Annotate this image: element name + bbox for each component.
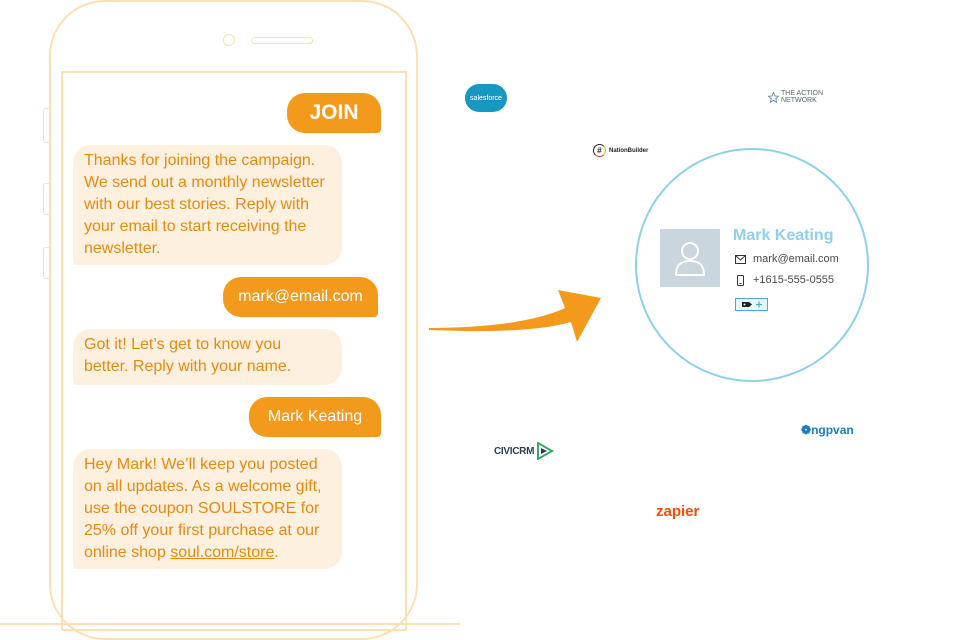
nationbuilder-text: NationBuilder: [609, 147, 649, 154]
contact-email: mark@email.com: [753, 253, 839, 265]
message-bubble-outgoing: mark@email.com: [223, 277, 378, 317]
civicrm-text: CIVICRM: [494, 445, 535, 457]
hash-icon: #: [593, 144, 606, 157]
nationbuilder-logo: # NationBuilder: [593, 144, 648, 157]
message-bubble-outgoing: JOIN: [287, 93, 381, 133]
store-link[interactable]: soul.com/store: [170, 544, 275, 561]
salesforce-logo-text: salesforce: [470, 94, 502, 102]
civicrm-mark-icon: [537, 442, 555, 460]
contact-card: [635, 148, 869, 382]
ground-line: [0, 623, 460, 625]
star-icon: [768, 91, 779, 103]
contact-phone: +1615-555-0555: [753, 274, 835, 286]
contact-email-row: mark@email.com: [735, 253, 839, 265]
ngpvan-logo: ❁ngpvan: [801, 423, 854, 437]
phone-side-button: [43, 183, 49, 215]
civicrm-logo: CIVICRM: [494, 442, 555, 460]
action-network-logo: THE ACTION NETWORK: [768, 90, 823, 104]
message-bubble-outgoing: Mark Keating: [249, 397, 381, 437]
message-text: Hey Mark! We’ll keep you posted on all u…: [84, 456, 322, 561]
message-bubble-incoming: Got it! Let’s get to know you better. Re…: [73, 329, 342, 385]
envelope-icon: [735, 254, 746, 264]
message-text: .: [274, 544, 279, 561]
message-bubble-incoming: Hey Mark! We’ll keep you posted on all u…: [73, 449, 342, 569]
sync-arrow-icon: [429, 290, 601, 342]
user-silhouette-icon: [660, 229, 720, 287]
tag-add-icon[interactable]: [735, 298, 768, 311]
camera-icon: [223, 34, 235, 46]
salesforce-logo: salesforce: [465, 84, 507, 112]
contact-name: Mark Keating: [733, 227, 834, 244]
speaker-grille: [251, 37, 313, 44]
zapier-logo: zapier: [656, 503, 699, 520]
mobile-phone-icon: [737, 274, 744, 286]
ngpvan-text: ngpvan: [811, 423, 854, 437]
zapier-text: zapier: [656, 503, 700, 520]
message-bubble-incoming: Thanks for joining the campaign. We send…: [73, 145, 342, 265]
gear-icon: ❁: [801, 423, 812, 437]
contact-phone-row: +1615-555-0555: [735, 274, 834, 286]
action-network-line-2: NETWORK: [781, 97, 817, 104]
action-network-line-1: THE ACTION: [781, 90, 824, 97]
phone-side-button: [43, 247, 49, 279]
phone-side-button: [43, 108, 49, 143]
